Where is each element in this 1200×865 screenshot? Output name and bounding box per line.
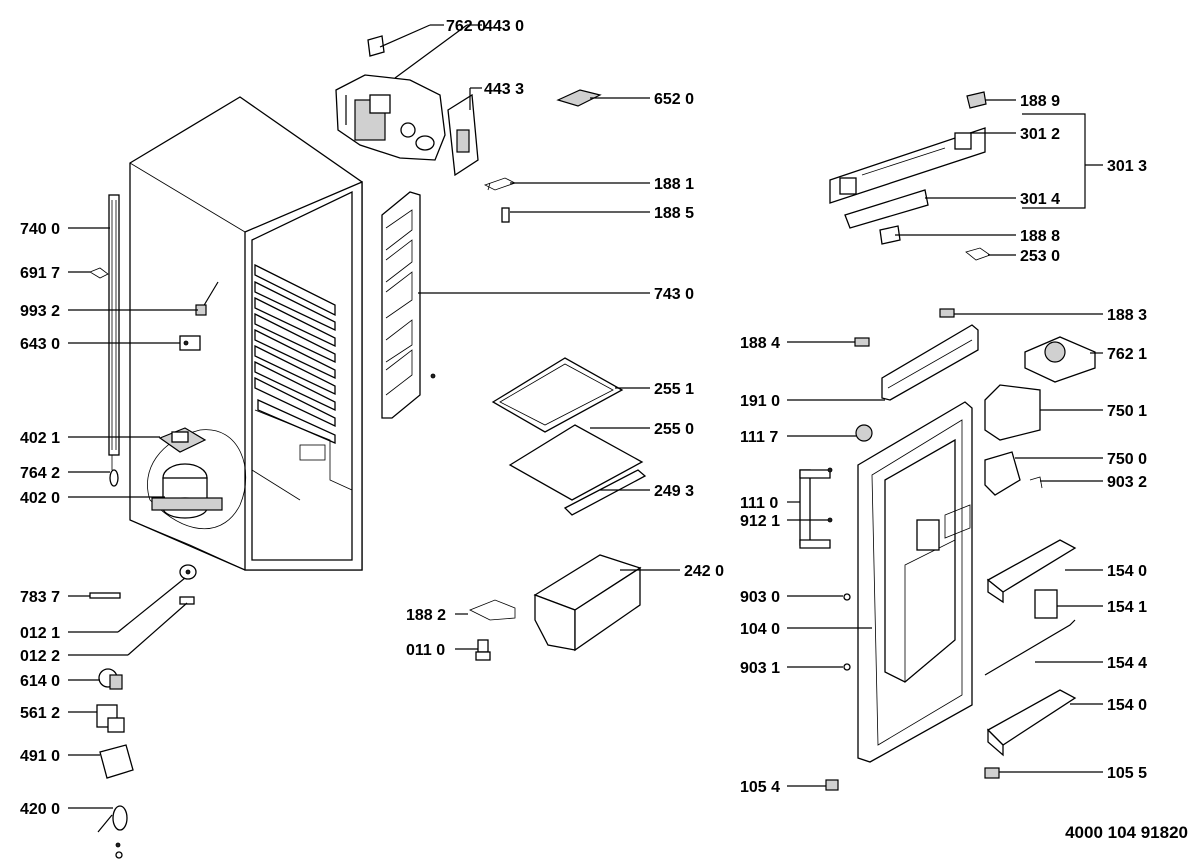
callout-443-3: 443 3 [484, 81, 524, 98]
callout-188-1: 188 1 [654, 176, 694, 193]
callout-643-0: 643 0 [20, 336, 60, 353]
shelf-frame [491, 357, 624, 433]
condenser-coil [108, 194, 120, 487]
callout-154-1: 154 1 [1107, 599, 1147, 616]
callout-903-2: 903 2 [1107, 474, 1147, 491]
callout-188-4: 188 4 [740, 335, 780, 352]
switch-part [179, 335, 201, 351]
control-panel [829, 91, 991, 261]
lamp-cover-small [367, 35, 385, 57]
callout-762-1: 762 1 [1107, 346, 1147, 363]
callout-903-1: 903 1 [740, 660, 780, 677]
callout-leader-lines [68, 24, 1103, 809]
callout-188-8: 188 8 [1020, 228, 1060, 245]
water-tank-assembly [984, 336, 1096, 496]
callout-301-3: 301 3 [1107, 158, 1147, 175]
clip-top [939, 308, 955, 318]
callout-402-1: 402 1 [20, 430, 60, 447]
callout-750-1: 750 1 [1107, 403, 1147, 420]
callout-743-0: 743 0 [654, 286, 694, 303]
callout-903-0: 903 0 [740, 589, 780, 606]
callout-740-0: 740 0 [20, 221, 60, 238]
callout-011-0: 011 0 [406, 642, 445, 659]
compressor-part [151, 463, 223, 519]
door-balconies [984, 539, 1077, 757]
callout-154-0-lower: 154 0 [1107, 697, 1147, 714]
crisper-drawer [533, 554, 642, 652]
document-number: 4000 104 91820 [1065, 823, 1188, 842]
small-parts-lower-left [89, 564, 197, 859]
lamp-cover-plate [447, 93, 479, 177]
callout-012-1: 012 1 [20, 625, 60, 642]
fan-cover [556, 89, 602, 107]
cabinet-shelf-guides [254, 263, 336, 444]
callout-249-3: 249 3 [654, 483, 694, 500]
clip-side [854, 337, 870, 347]
callout-652-0: 652 0 [654, 91, 694, 108]
glass-shelf [508, 424, 644, 501]
callout-191-0: 191 0 [740, 393, 780, 410]
clip-part [89, 267, 109, 279]
callout-255-1: 255 1 [654, 381, 694, 398]
callout-443-0: 443 0 [484, 18, 524, 35]
callout-762-0: 762 0 [446, 18, 486, 35]
drawer-bracket [469, 599, 516, 621]
hinge-pin [501, 207, 510, 223]
callout-labels: 762 0 443 0 443 3 652 0 188 1 188 5 743 … [20, 18, 1147, 818]
callout-154-4: 154 4 [1107, 655, 1147, 672]
callout-420-0: 420 0 [20, 801, 60, 818]
cabinet-body [129, 96, 436, 571]
callout-691-7: 691 7 [20, 265, 60, 282]
callout-188-2: 188 2 [406, 607, 446, 624]
callout-561-2: 561 2 [20, 705, 60, 722]
callout-783-7: 783 7 [20, 589, 60, 606]
callout-750-0: 750 0 [1107, 451, 1147, 468]
hinge-bracket-small [483, 177, 517, 191]
callout-188-9: 188 9 [1020, 93, 1060, 110]
callout-111-7: 111 7 [740, 429, 778, 446]
door-panel [799, 324, 1000, 791]
callout-188-3: 188 3 [1107, 307, 1147, 324]
callout-253-0: 253 0 [1020, 248, 1060, 265]
callout-993-2: 993 2 [20, 303, 60, 320]
callout-491-0: 491 0 [20, 748, 60, 765]
callout-764-2: 764 2 [20, 465, 60, 482]
relay-part [158, 427, 207, 453]
callout-105-4: 105 4 [740, 779, 780, 796]
callout-912-1: 912 1 [740, 513, 780, 530]
callout-255-0: 255 0 [654, 421, 694, 438]
callout-301-2: 301 2 [1020, 126, 1060, 143]
leveling-foot [475, 639, 491, 661]
callout-012-2: 012 2 [20, 648, 60, 665]
callout-402-0: 402 0 [20, 490, 60, 507]
callout-111-0: 111 0 [740, 495, 778, 512]
callout-188-5: 188 5 [654, 205, 694, 222]
callout-301-4: 301 4 [1020, 191, 1060, 208]
callout-242-0: 242 0 [684, 563, 724, 580]
callout-614-0: 614 0 [20, 673, 60, 690]
shelf-trim [563, 469, 647, 516]
air-duct-panel [381, 191, 421, 419]
callout-104-0: 104 0 [740, 621, 780, 638]
callout-154-0-upper: 154 0 [1107, 563, 1147, 580]
callout-105-5: 105 5 [1107, 765, 1147, 782]
lamp-housing-assembly [335, 74, 446, 161]
